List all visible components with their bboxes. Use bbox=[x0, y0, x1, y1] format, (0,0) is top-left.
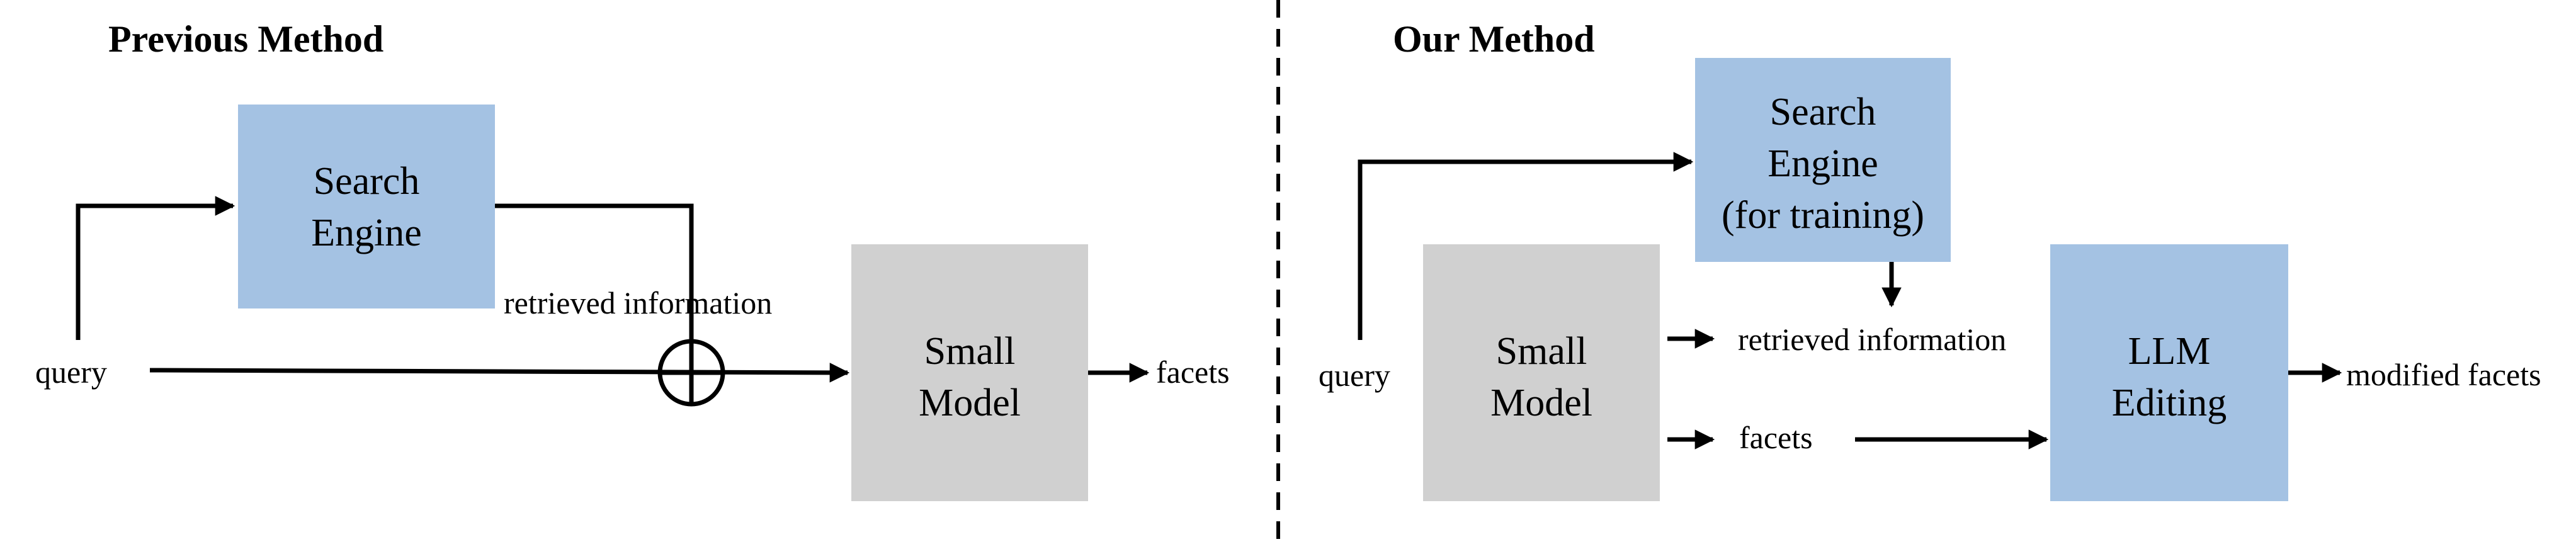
llm-editing-line2: Editing bbox=[2112, 382, 2227, 424]
retrieved-information-label-right: retrieved information bbox=[1738, 322, 2006, 357]
search-engine-box bbox=[238, 105, 495, 308]
facets-label-right: facets bbox=[1739, 420, 1813, 455]
small-model-label-line1: Small bbox=[924, 330, 1016, 373]
small-model-label-line2: Model bbox=[919, 382, 1021, 424]
query-to-search-arrow bbox=[76, 196, 235, 340]
small-model-right-line2: Model bbox=[1490, 382, 1592, 424]
search-to-combine-arrow bbox=[495, 203, 694, 373]
query-label: query bbox=[35, 354, 107, 390]
search-engine-training-line2: Engine bbox=[1767, 142, 1878, 185]
previous-method-title: Previous Method bbox=[108, 18, 383, 60]
query-to-search-training-arrow bbox=[1358, 152, 1694, 340]
search-engine-label-line1: Search bbox=[314, 160, 420, 203]
query-to-small-model-arrow bbox=[149, 363, 850, 383]
retrieved-information-label: retrieved information bbox=[504, 285, 772, 320]
search-engine-training-line1: Search bbox=[1770, 91, 1876, 133]
modified-facets-label: modified facets bbox=[2346, 357, 2541, 392]
llm-editing-box bbox=[2050, 244, 2288, 501]
small-model-box bbox=[851, 244, 1088, 501]
small-model-box-right bbox=[1423, 244, 1660, 501]
query-label-right: query bbox=[1319, 358, 1390, 393]
our-method-title: Our Method bbox=[1393, 18, 1595, 60]
search-engine-label-line2: Engine bbox=[311, 212, 422, 254]
llm-editing-line1: LLM bbox=[2128, 330, 2211, 373]
search-engine-training-line3: (for training) bbox=[1722, 194, 1924, 237]
facets-label: facets bbox=[1156, 354, 1230, 390]
search-engine-training-box bbox=[1695, 58, 1951, 262]
small-model-right-line1: Small bbox=[1496, 330, 1587, 373]
